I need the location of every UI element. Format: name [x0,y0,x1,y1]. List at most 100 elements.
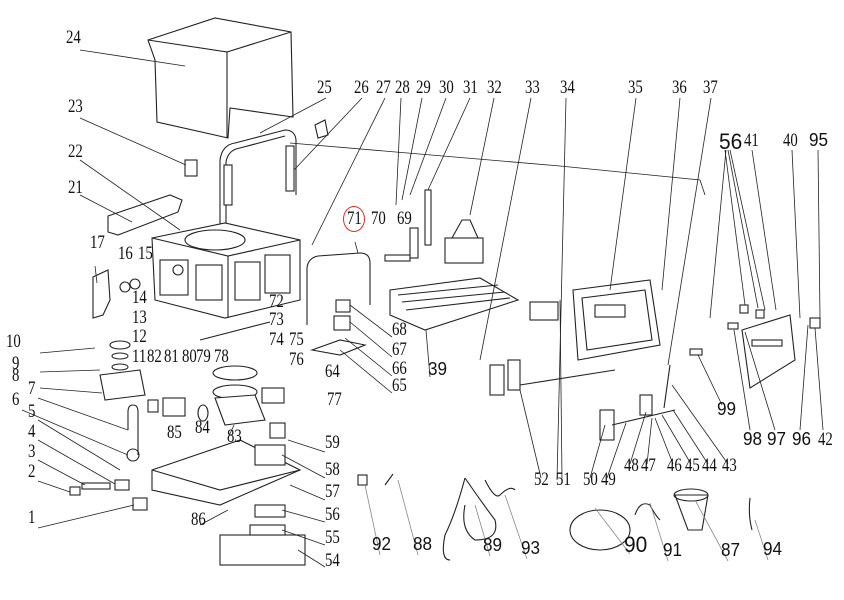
part-label-92: 92 [372,534,392,554]
part-label-44: 44 [702,455,717,476]
part-label-77: 77 [327,389,342,410]
highlight-circle [343,206,365,232]
part-label-21: 21 [68,177,83,198]
part-label-75: 75 [289,329,304,350]
part-21-22-top-rail [79,159,183,236]
part-label-68: 68 [392,319,407,340]
part-label-81: 81 [164,346,179,367]
part-label-52: 52 [534,469,549,490]
part-label-64: 64 [325,361,340,382]
part-label-29: 29 [416,77,431,98]
part-label-41: 41 [744,130,759,151]
part-label-24: 24 [66,27,81,48]
part-label-74: 74 [269,329,284,350]
part-label-6: 6 [12,389,20,410]
part-label-7: 7 [28,378,36,399]
part-label-39: 39 [428,359,448,379]
part-label-86: 86 [191,509,206,530]
part-label-55: 55 [325,527,340,548]
part-label-66: 66 [392,358,407,379]
part-label-70: 70 [371,208,386,229]
part-label-12: 12 [132,326,147,347]
part-label-97: 97 [767,429,787,449]
part-label-91: 91 [663,540,683,560]
part-label-84: 84 [195,417,210,438]
part-label-35: 35 [628,77,643,98]
part-label-48: 48 [624,455,639,476]
part-label-47: 47 [641,455,656,476]
part-label-96: 96 [792,429,812,449]
part-label-79: 79 [196,346,211,367]
top-leader-lines [289,97,712,481]
part-label-36: 36 [672,77,687,98]
part-label-89: 89 [483,535,503,555]
part-label-98: 98 [743,429,763,449]
part-label-94: 94 [763,539,783,559]
part-label-5: 5 [28,401,36,422]
base-frame [151,439,326,568]
part-label-22: 22 [68,141,83,162]
part-label-80: 80 [182,346,197,367]
part-72-85-pump [147,321,286,439]
part-label-76: 76 [289,349,304,370]
part-label-37: 37 [703,77,718,98]
part-label-50: 50 [583,469,598,490]
part-label-46: 46 [667,455,682,476]
part-1-7-pipes [21,397,148,529]
part-label-10: 10 [6,331,21,352]
part-label-59: 59 [325,432,340,453]
part-label-88: 88 [413,534,433,554]
part-label-23: 23 [68,96,83,117]
part-label-87: 87 [721,540,741,560]
part-17-15-16 [92,265,141,319]
part-label-15: 15 [138,243,153,264]
part-8-14-sump [39,340,146,401]
part-label-73: 73 [269,309,284,330]
part-label-13: 13 [132,307,147,328]
accessories [357,473,769,562]
part-label-93: 93 [521,538,541,558]
part-label-31: 31 [463,77,478,98]
hinge-leader-lines [519,299,729,479]
part-label-25: 25 [317,77,332,98]
part-label-27: 27 [376,77,391,98]
tub-body [151,222,301,319]
part-label-43: 43 [722,455,737,476]
part-label-28: 28 [395,77,410,98]
part-label-9: 9 [12,353,20,374]
part-label-78: 78 [214,346,229,367]
part-label-69: 69 [397,208,412,229]
part-label-11: 11 [132,346,147,367]
part-label-95: 95 [809,130,829,150]
part-32-cutlery-basket [444,219,484,264]
part-label-83: 83 [227,426,242,447]
part-label-57: 57 [325,481,340,502]
part-label-82: 82 [147,346,162,367]
part-25-26-frame [219,97,363,235]
part-label-16: 16 [118,243,133,264]
part-label-72: 72 [269,291,284,312]
part-35-door-panel [529,279,661,361]
part-label-40: 40 [783,130,798,151]
part-label-85: 85 [167,422,182,443]
part-label-26: 26 [354,77,369,98]
part-label-49: 49 [601,469,616,490]
part-label-51: 51 [556,469,571,490]
part-label-3: 3 [28,441,36,462]
part-label-34: 34 [560,77,575,98]
part-label-2: 2 [28,461,36,482]
part-label-42: 42 [818,429,833,450]
part-label-32: 32 [487,77,502,98]
part-label-45: 45 [685,455,700,476]
part-label-54: 54 [325,550,340,571]
part-23-bracket [79,117,198,177]
part-24-cabinet-cover [79,17,294,139]
part-label-56: 56 [719,129,743,154]
part-label-17: 17 [90,232,105,253]
part-96-99-outer-door [689,149,824,431]
part-39-dish-rack [389,277,520,378]
part-label-8: 8 [12,365,20,386]
part-label-65: 65 [392,375,407,396]
